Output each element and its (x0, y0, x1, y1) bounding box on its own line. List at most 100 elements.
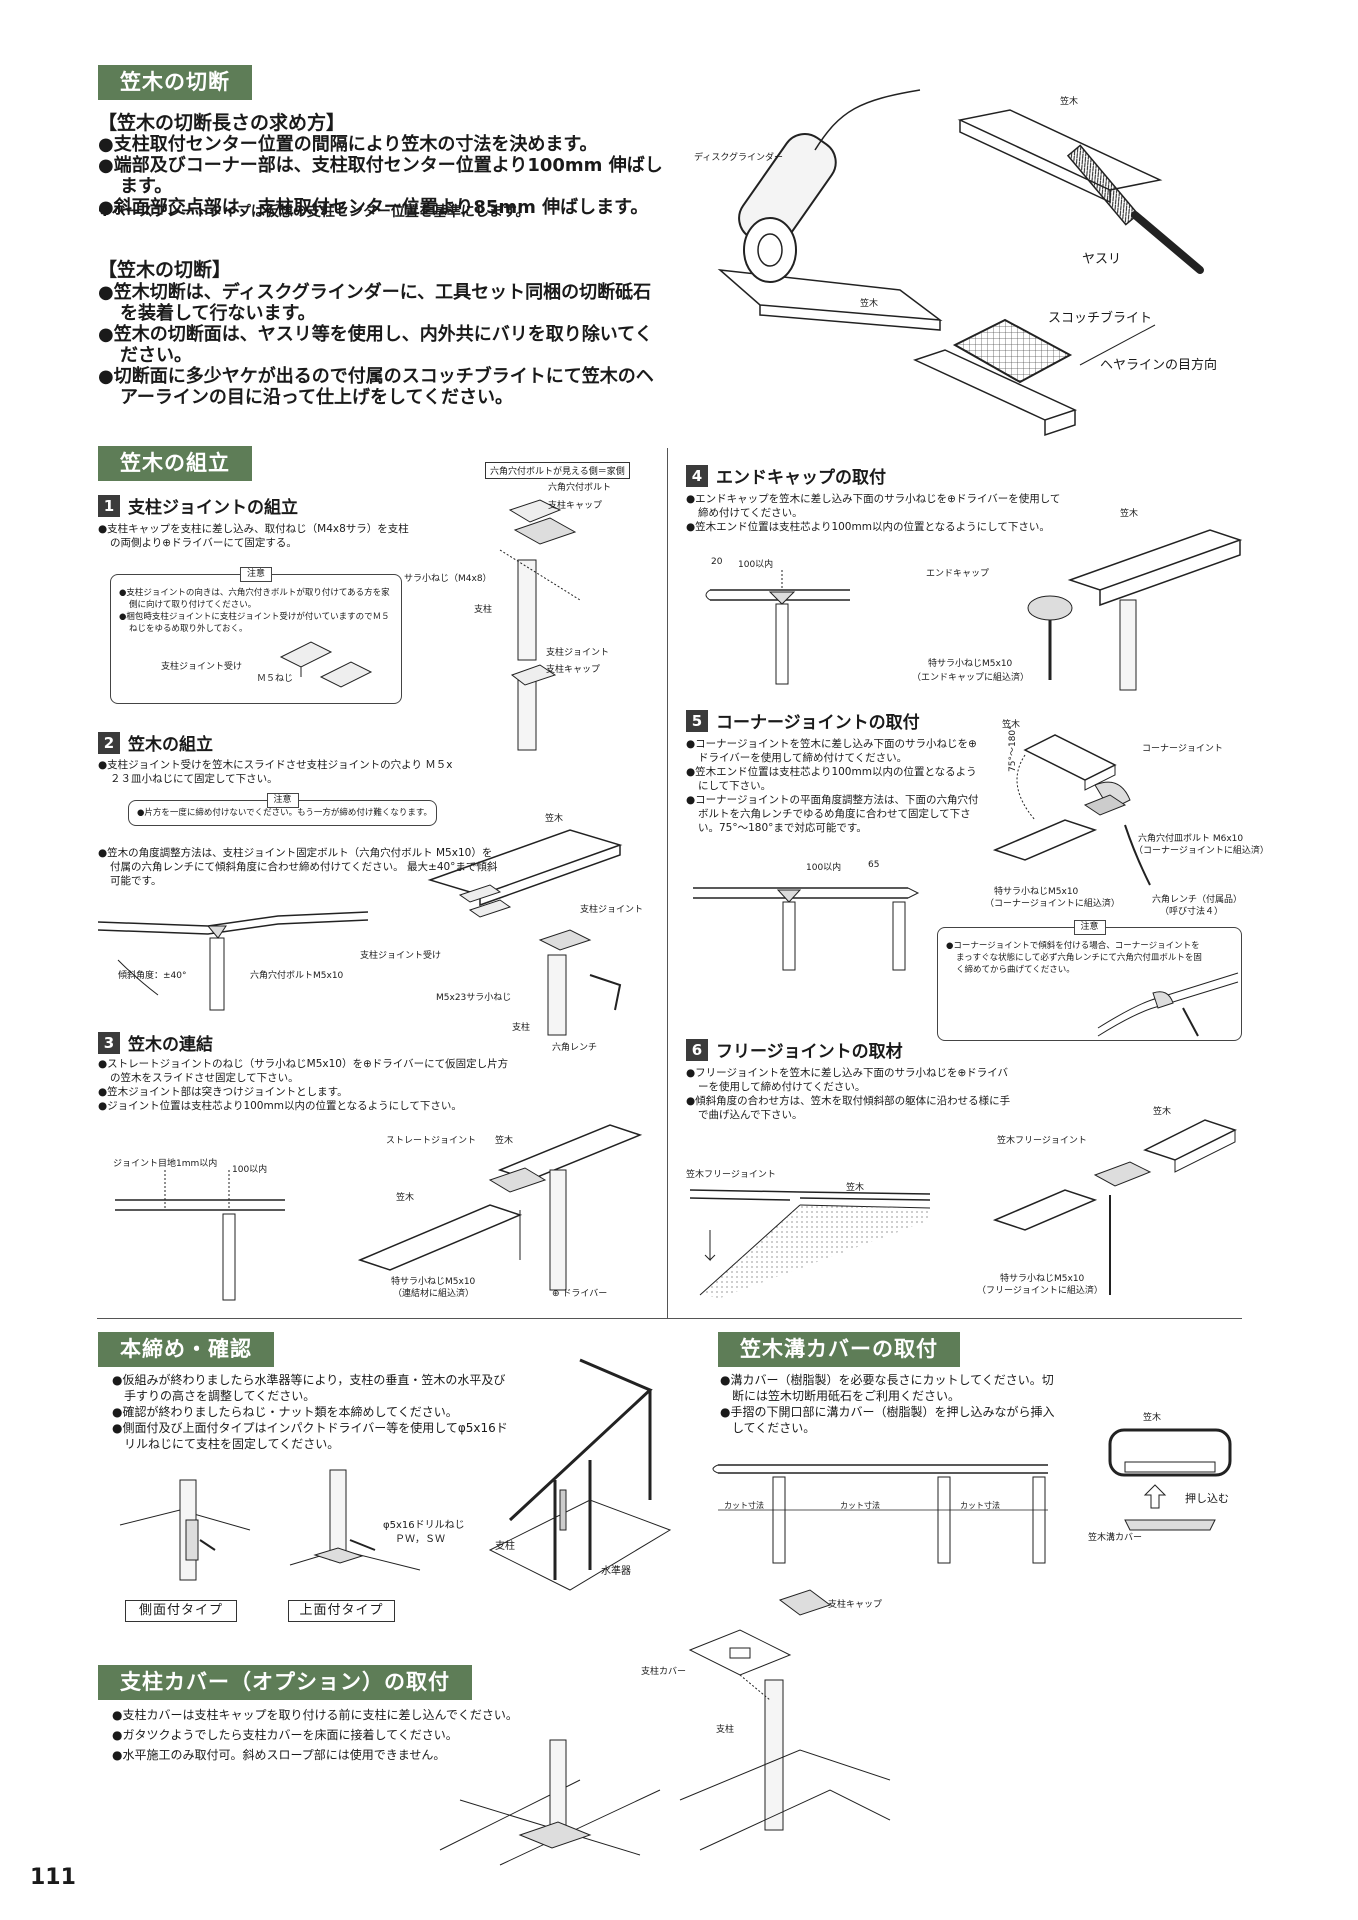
step-number: 2 (98, 731, 120, 754)
list-item: ●支柱ジョイントの向きは、六角穴付きボルトが取り付けてある方を家側に向けて取り付… (119, 588, 390, 610)
label-post-cap: 支柱キャップ (828, 1600, 883, 1610)
step-5-caution: 注意 ●コーナージョイントで傾斜を付ける場合、コーナージョイントをまっすぐな状態… (937, 920, 1242, 1041)
section-heading-post-cover: 支柱カバー（オプション）の取付 (98, 1665, 472, 1700)
label-endcap: エンドキャップ (926, 569, 990, 579)
label-screw: 特サラ小ねじM5x10 (1000, 1274, 1085, 1284)
label-wrench: 六角レンチ (552, 1043, 598, 1053)
file-illustration (957, 109, 1204, 274)
page-number: 111 (30, 1865, 76, 1890)
label-push: 押し込む (1185, 1492, 1229, 1505)
label-screw: 特サラ小ねじM5x10 (994, 887, 1079, 897)
list-item: ●ジョイント位置は支柱芯より100mm以内の位置となるようにして下さい。 (98, 1100, 462, 1112)
caution-list: ●片方を一度に締め付けないでください。もう一方が締め付け難くなります。 (137, 807, 433, 819)
section-divider (97, 1318, 1242, 1319)
label-drill-screw: φ5x16ドリルねじ (383, 1520, 465, 1531)
label-kasagi: 笠木 (1153, 1107, 1172, 1117)
list-item: ●確認が終わりましたらねじ・ナット類を本締めしてください。 (112, 1405, 458, 1419)
free-joint-diagram (992, 1119, 1237, 1295)
label-post-joint: 支柱ジョイント (580, 905, 644, 915)
corner-tilt-diagram (1097, 972, 1239, 1037)
corner-joint-diagram (992, 734, 1151, 886)
step-title-text: フリージョイントの取材 (716, 1042, 903, 1062)
step-2-caution: 注意 ●片方を一度に締め付けないでください。もう一方が締め付け難くなります。 (128, 793, 437, 826)
label-screw-note: （コーナージョイントに組込済） (985, 899, 1120, 909)
step-title-text: 支柱ジョイントの組立 (128, 498, 298, 518)
step-1-caution: 注意 ●支柱ジョイントの向きは、六角穴付きボルトが取り付けてある方を家側に向けて… (110, 567, 402, 704)
endcap-diagram (1027, 529, 1243, 691)
kasagi-assembly-diagram (427, 829, 623, 1036)
step-1-list: ●支柱キャップを支柱に差し込み、取付ねじ（M4x8サラ）を支柱の両側より⊕ドライ… (98, 522, 418, 550)
label-hex-bolt: 六角穴付ボルト (548, 483, 612, 493)
list-item: ●切断面に多少ヤケが出るので付属のスコッチブライトにて笠木のヘアーラインの目に沿… (98, 366, 654, 408)
step-3-list: ●ストレートジョイントのねじ（サラ小ねじM5x10）を⊕ドライバーにて仮固定し片… (98, 1057, 518, 1113)
step-1-title: 1 支柱ジョイントの組立 (98, 493, 298, 518)
list-item: ●コーナージョイントを笠木に差し込み下面のサラ小ねじを⊕ドライバーを使用して締め… (686, 738, 977, 764)
list-item: ●フリージョイントを笠木に差し込み下面のサラ小ねじを⊕ドライバーを使用して締め付… (686, 1067, 1009, 1093)
list-item: ●笠木エンド位置は支柱芯より100mm以内の位置となるようにして下さい。 (686, 766, 977, 792)
section-heading-final: 本締め・確認 (98, 1332, 274, 1367)
top-mount-diagram (289, 1469, 421, 1571)
post-cover-floor-diagram (439, 1739, 661, 1866)
step-number: 6 (686, 1038, 708, 1061)
label-cut: カット寸法 (960, 1501, 1000, 1510)
step-title-text: コーナージョイントの取付 (716, 713, 920, 733)
label-cover: 笠木溝カバー (1088, 1533, 1143, 1543)
label-dim65: 65 (868, 860, 880, 870)
label-screw: サラ小ねじ（M4x8） (404, 574, 492, 584)
list-item: ●手摺の下開口部に溝カバー（樹脂製）を押し込みながら挿入してください。 (720, 1405, 1055, 1435)
column-divider (667, 448, 668, 1318)
post-cover-exploded-diagram (679, 1589, 891, 1851)
groove-cover-diagram (1108, 1428, 1232, 1531)
label-kasagi: 笠木 (396, 1193, 415, 1203)
list-item: ●笠木の角度調整方法は、支柱ジョイント固定ボルト（六角穴付ボルト M5x10）を… (98, 847, 498, 887)
label-screw: 特サラ小ねじM5x10 (928, 659, 1013, 669)
step-number: 1 (98, 494, 120, 517)
joint-receiver-diagram (279, 641, 373, 688)
label-joint-receiver: 支柱ジョイント受け (161, 662, 243, 672)
label-hairline: ヘヤラインの目方向 (1100, 358, 1218, 373)
groove-cut-diagram (712, 1464, 1048, 1564)
list-item: ●側面付及び上面付タイプはインパクトドライバー等を使用してφ5x16ドリルねじに… (112, 1421, 508, 1451)
label-driver: ⊕ ドライバー (552, 1289, 608, 1299)
list-item: ●溝カバー（樹脂製）を必要な長さにカットしてください。切断には笠木切断用砥石をご… (720, 1373, 1054, 1403)
groove-list: ●溝カバー（樹脂製）を必要な長さにカットしてください。切断には笠木切断用砥石をご… (720, 1372, 1060, 1436)
label-screw-note: （エンドキャップに組込済） (912, 673, 1030, 683)
list-item: ●笠木エンド位置は支柱芯より100mm以内の位置となるようにして下さい。 (686, 521, 1050, 533)
label-post: 支柱 (495, 1541, 515, 1552)
label-joint-receiver: 支柱ジョイント受け (360, 951, 442, 961)
label-kasagi: 笠木 (1060, 97, 1079, 107)
label-cut: カット寸法 (724, 1501, 764, 1510)
list-item: ●斜面部交点部は、支柱取付センター位置より85mm 伸ばします。 (98, 197, 649, 218)
list-item: ●片方を一度に締め付けないでください。もう一方が締め付け難くなります。 (137, 808, 433, 818)
list-item: ●笠木切断は、ディスクグラインダーに、工具セット同梱の切断砥石を装着して行ないま… (98, 282, 652, 324)
step-2-list-2: ●笠木の角度調整方法は、支柱ジョイント固定ボルト（六角穴付ボルト M5x10）を… (98, 846, 498, 888)
list-item: ●エンドキャップを笠木に差し込み下面のサラ小ねじを⊕ドライバーを使用して締め付け… (686, 493, 1061, 519)
step-6-list: ●フリージョイントを笠木に差し込み下面のサラ小ねじを⊕ドライバーを使用して締め付… (686, 1066, 1016, 1122)
step-2-list: ●支柱ジョイント受けを笠木にスライドさせ支柱ジョイントの穴より Ｍ５x２３皿小ね… (98, 758, 458, 786)
label-level: 水準器 (601, 1566, 631, 1577)
scotch-illustration (912, 318, 1156, 437)
final-list: ●仮組みが終わりましたら水準器等により，支柱の垂直・笠木の水平及び手すりの高さを… (112, 1372, 512, 1452)
tilt-diagram (97, 911, 369, 1011)
label-post: 支柱 (512, 1023, 531, 1033)
list-item: ●支柱取付センター位置の間隔により笠木の寸法を決めます。 (98, 134, 598, 155)
label-post: 支柱 (716, 1725, 735, 1735)
joint-position-diagram (115, 1170, 285, 1301)
section-heading-groove: 笠木溝カバーの取付 (718, 1332, 960, 1367)
cut-length-list: ●支柱取付センター位置の間隔により笠木の寸法を決めます。 ●端部及びコーナー部は… (98, 134, 678, 218)
caution-tag: 注意 (239, 567, 273, 582)
label-kasagi: 笠木 (1120, 509, 1139, 519)
house-side-box: 六角穴付ボルトが見える側＝家側 (485, 462, 630, 479)
list-item: ●支柱キャップを支柱に差し込み、取付ねじ（M4x8サラ）を支柱の両側より⊕ドライ… (98, 523, 409, 549)
label-wrench-note: （呼び寸法４） (1160, 907, 1224, 917)
label-kasagi: 笠木 (1143, 1413, 1162, 1423)
step-number: 5 (686, 709, 708, 732)
label-hex-bolt: 六角穴付ボルトM5x10 (250, 971, 344, 981)
label-kasagi: 笠木 (860, 299, 879, 309)
label-tilt: 傾斜角度：±40° (118, 971, 187, 981)
caution-list: ●コーナージョイントで傾斜を付ける場合、コーナージョイントをまっすぐな状態にして… (946, 940, 1206, 976)
step-6-title: 6 フリージョイントの取材 (686, 1037, 903, 1062)
cut-length-title: 【笠木の切断長さの求め方】 (98, 112, 346, 134)
label-cover: 支柱カバー (641, 1667, 687, 1677)
list-item: ●梱包時支柱ジョイントに支柱ジョイント受けが付いていますのでＭ５ねじをゆるめ取り… (119, 612, 390, 634)
